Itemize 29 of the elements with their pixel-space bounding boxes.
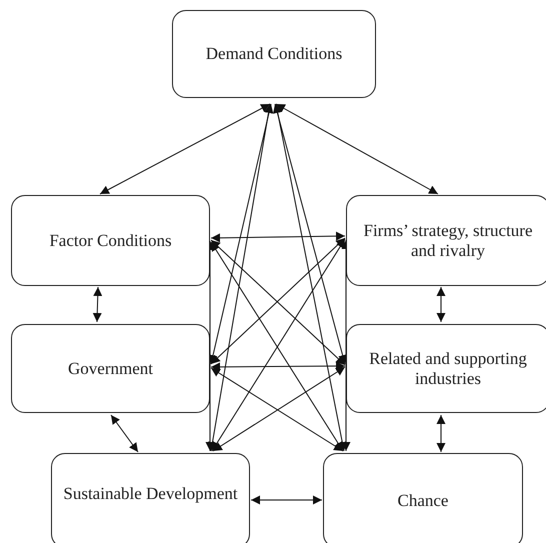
double-arrow <box>92 286 102 322</box>
double-arrow <box>276 104 438 194</box>
rounded-box <box>346 195 546 286</box>
double-arrow <box>210 232 346 242</box>
double-arrow <box>273 104 347 452</box>
box-label: Factor Conditions <box>49 230 172 250</box>
box-label: Sustainable Development <box>63 484 238 504</box>
double-arrow <box>208 104 273 452</box>
double-arrow <box>210 362 346 372</box>
rounded-box <box>172 10 376 98</box>
rounded-box <box>11 195 210 286</box>
box-label: Chance <box>398 490 448 510</box>
double-arrow <box>436 414 446 452</box>
box-label: Firms’ strategy, structure and rivalry <box>362 220 534 260</box>
rounded-box <box>323 453 523 543</box>
rounded-box <box>346 324 546 413</box>
double-arrow <box>110 414 138 452</box>
double-arrow <box>206 240 214 452</box>
box-label: Related and supporting industries <box>368 348 528 388</box>
double-arrow <box>208 104 274 364</box>
box-label: Demand Conditions <box>206 44 342 64</box>
double-arrow <box>436 286 446 322</box>
rounded-box <box>51 453 250 543</box>
rounded-box <box>11 324 210 413</box>
double-arrow <box>250 496 322 504</box>
double-arrow <box>273 104 347 364</box>
double-arrow <box>100 104 270 194</box>
box-label: Government <box>68 358 153 378</box>
double-arrow <box>342 240 350 452</box>
